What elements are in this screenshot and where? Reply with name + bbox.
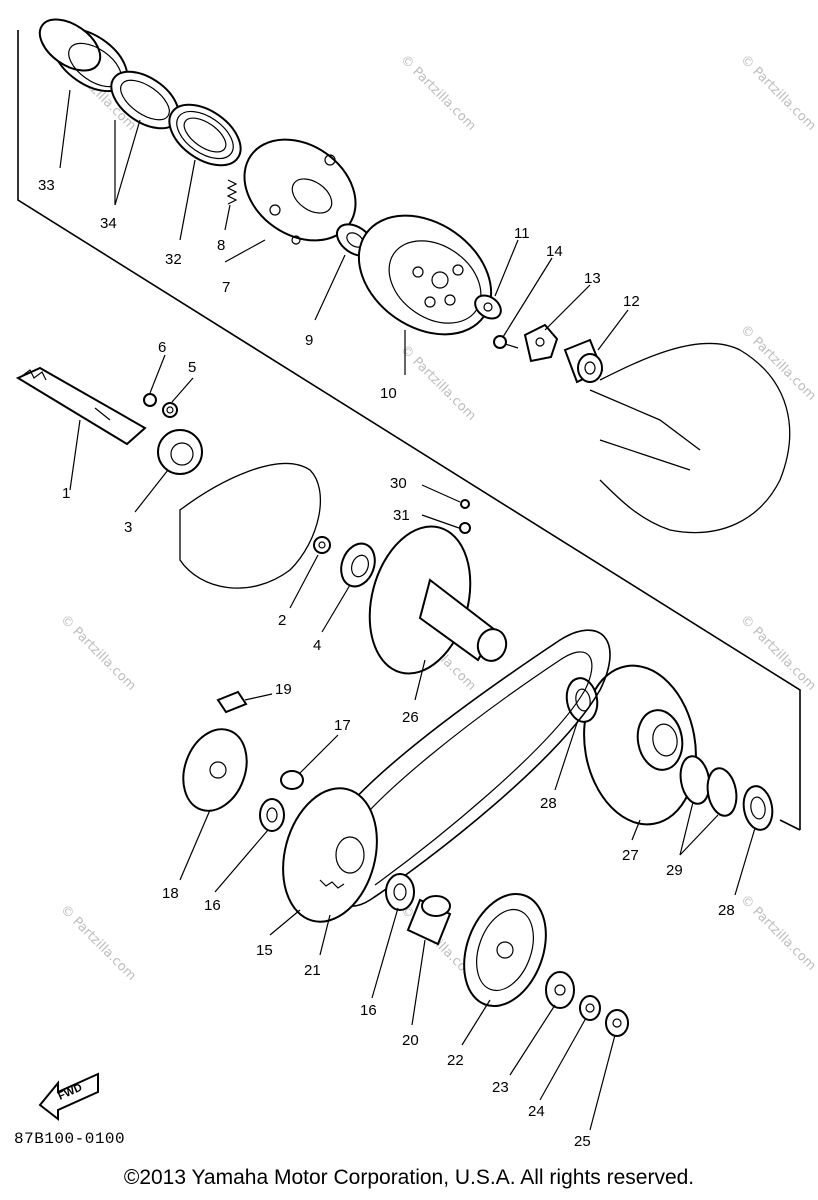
callout-14: 14: [546, 243, 563, 260]
callout-24: 24: [528, 1103, 545, 1120]
copyright-notice: ©2013 Yamaha Motor Corporation, U.S.A. A…: [123, 1166, 695, 1189]
part-8-spring: [226, 179, 238, 205]
callout-2: 2: [278, 612, 286, 629]
callout-31: 31: [393, 507, 410, 524]
part-22-fan: [463, 892, 547, 1008]
watermarks: © Partzilla.com © Partzilla.com © Partzi…: [57, 52, 818, 984]
part-32-spring: [168, 103, 242, 167]
watermark: © Partzilla.com: [57, 902, 139, 984]
callout-3: 3: [124, 519, 132, 536]
part-6-bolt: [143, 393, 157, 407]
callout-30: 30: [390, 475, 407, 492]
part-18-cam-plate: [182, 728, 248, 812]
callout-22: 22: [447, 1052, 464, 1069]
callout-17: 17: [334, 717, 351, 734]
callout-20: 20: [402, 1032, 419, 1049]
callout-numbers: 33 34 32 8 7 9 10 11 14 13 12 6 5 1 3 30…: [38, 177, 735, 1150]
part-24-washer: [579, 995, 601, 1021]
part-28-seal: [565, 677, 599, 723]
part-17-weight-roller: [280, 770, 304, 790]
watermark: © Partzilla.com: [737, 322, 818, 404]
callout-13: 13: [584, 270, 601, 287]
callout-16: 16: [360, 1002, 377, 1019]
part-33-sleeve: [38, 18, 129, 93]
watermark: © Partzilla.com: [737, 52, 818, 134]
part-2-circlip: [313, 536, 331, 554]
part-30-pin: [460, 499, 470, 509]
callout-21: 21: [304, 962, 321, 979]
callout-8: 8: [217, 237, 225, 254]
leader-lines: [59, 89, 756, 1131]
part-16-bushing: [259, 798, 285, 832]
part-27-secondary-sheave: [583, 664, 697, 826]
callout-33: 33: [38, 177, 55, 194]
part-3-bearing: [157, 429, 203, 475]
watermark: © Partzilla.com: [397, 52, 479, 134]
part-28-seal: [742, 785, 774, 831]
callout-27: 27: [622, 847, 639, 864]
part-19-slider: [216, 690, 248, 714]
part-4-seal: [340, 542, 376, 588]
callout-23: 23: [492, 1079, 509, 1096]
diagram-code: 87B100-0100: [14, 1130, 126, 1148]
part-13-plate: [523, 323, 559, 363]
callout-34: 34: [100, 215, 117, 232]
part-15-movable-sheave: [282, 787, 378, 923]
watermark: © Partzilla.com: [397, 342, 479, 424]
callout-28: 28: [718, 902, 735, 919]
callout-5: 5: [188, 359, 196, 376]
callout-15: 15: [256, 942, 273, 959]
watermark: © Partzilla.com: [737, 612, 818, 694]
part-1-shaft: [15, 366, 147, 446]
crankcase-outline: [179, 342, 791, 589]
callout-4: 4: [313, 637, 321, 654]
callout-11: 11: [514, 225, 530, 242]
part-16-bushing: [385, 873, 415, 911]
part-31-pin: [459, 522, 471, 534]
part-20-collar: [406, 895, 452, 946]
callout-7: 7: [222, 279, 230, 296]
callout-6: 6: [158, 339, 166, 356]
callout-26: 26: [402, 709, 419, 726]
part-29-o-ring: [679, 755, 738, 817]
callout-18: 18: [162, 885, 179, 902]
part-26-fixed-sheave: [368, 525, 508, 675]
part-14-bolt: [493, 335, 519, 349]
callout-19: 19: [275, 681, 292, 698]
callout-16: 16: [204, 897, 221, 914]
callout-1: 1: [62, 485, 70, 502]
part-11-nut: [474, 294, 502, 320]
part-25-nut: [605, 1009, 629, 1037]
callout-32: 32: [165, 251, 182, 268]
part-23-claw: [545, 971, 575, 1009]
callout-9: 9: [305, 332, 313, 349]
part-34-spring: [110, 70, 180, 130]
assembly-frame: [17, 30, 801, 831]
front-arrow-icon: FWD: [38, 1072, 99, 1122]
watermark: © Partzilla.com: [737, 892, 818, 974]
part-12-bearing: [563, 338, 604, 384]
watermark: © Partzilla.com: [57, 612, 139, 694]
part-10-clutch-housing: [357, 214, 493, 336]
callout-28: 28: [540, 795, 557, 812]
callout-12: 12: [623, 293, 640, 310]
part-5-washer: [162, 402, 178, 418]
callout-29: 29: [666, 862, 683, 879]
callout-10: 10: [380, 385, 397, 402]
callout-25: 25: [574, 1133, 591, 1150]
